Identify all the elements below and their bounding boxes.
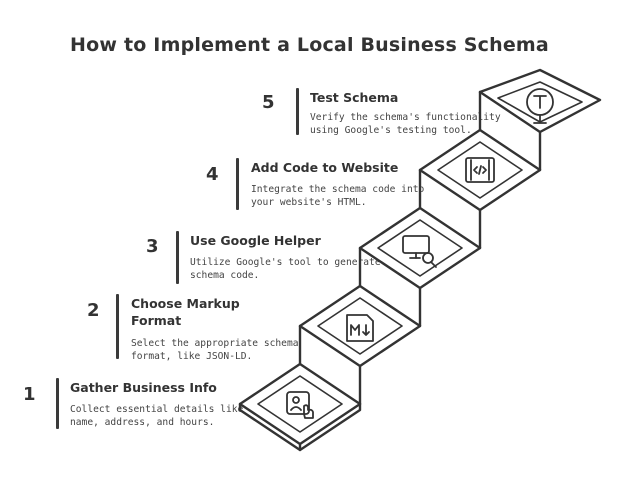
code-file-icon: [465, 157, 495, 183]
step-description-line: your website's HTML.: [251, 197, 367, 208]
stair-step-1: [238, 324, 362, 452]
step-heading: Format: [131, 313, 182, 328]
stair-step-4: [418, 90, 542, 212]
step-heading: Gather Business Info: [70, 380, 217, 395]
contact-card-icon: [286, 391, 314, 419]
step-divider: [296, 88, 299, 135]
test-lens-icon: [526, 88, 554, 124]
step-divider: [176, 231, 179, 284]
step-description-line: Utilize Google's tool to generate: [190, 257, 381, 268]
step-description-line: Integrate the schema code into: [251, 184, 425, 195]
step-description-line: name, address, and hours.: [70, 417, 215, 428]
step-description-line: format, like JSON-LD.: [131, 351, 253, 362]
step-description-line: Verify the schema's functionality: [310, 112, 501, 123]
step-heading: Add Code to Website: [251, 160, 399, 175]
step-heading: Test Schema: [310, 90, 399, 105]
step-heading: Choose Markup: [131, 296, 240, 311]
step-description-line: schema code.: [190, 270, 260, 281]
stair-step-2: [298, 246, 422, 368]
step-divider: [56, 378, 59, 429]
step-number: 4: [206, 164, 219, 185]
step-number: 5: [262, 92, 275, 113]
step-number: 1: [23, 384, 36, 405]
step-description-line: using Google's testing tool.: [310, 125, 472, 136]
step-heading: Use Google Helper: [190, 233, 321, 248]
step-description-line: Collect essential details like: [70, 404, 244, 415]
step-divider: [236, 158, 239, 210]
step-divider: [116, 294, 119, 359]
monitor-search-icon: [402, 235, 437, 268]
stair-step-5: [478, 68, 602, 134]
markdown-file-icon: [346, 314, 374, 342]
step-number: 2: [87, 300, 100, 321]
step-description-line: Select the appropriate schema: [131, 338, 299, 349]
stair-step-3: [358, 168, 482, 290]
page-title: How to Implement a Local Business Schema: [70, 34, 549, 56]
step-number: 3: [146, 236, 159, 257]
